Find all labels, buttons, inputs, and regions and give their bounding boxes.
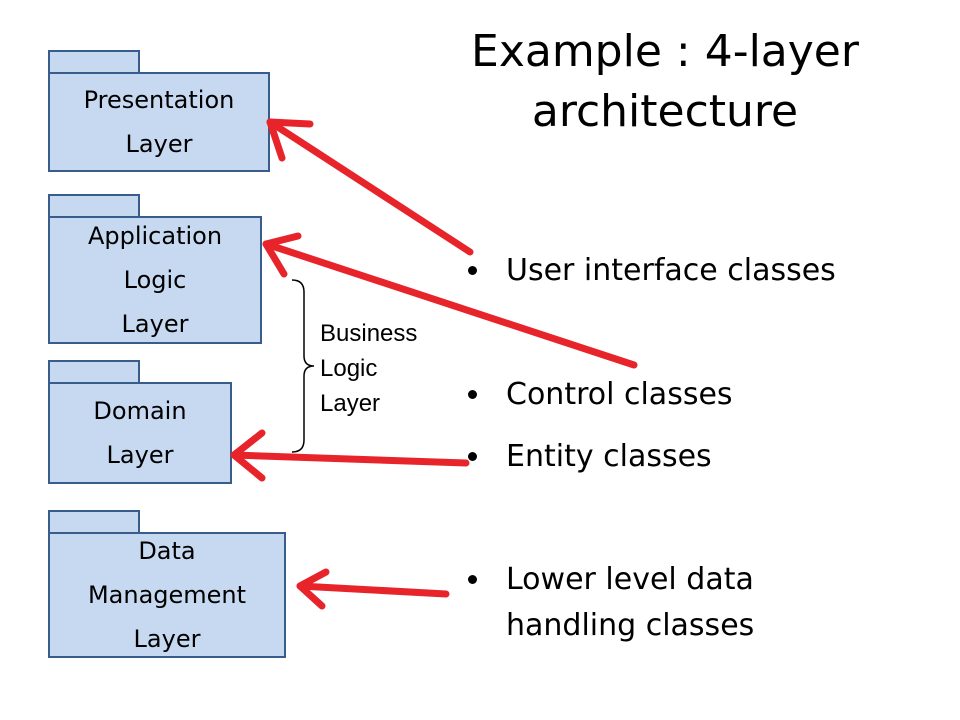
bullet-dot [468, 390, 477, 399]
bullet-dot [468, 575, 477, 584]
bullet-text-line: handling classes [506, 608, 755, 643]
bullet-text: Control classes [506, 377, 733, 412]
application-logic-layer-package: Application Logic Layer [48, 194, 262, 344]
layer-label-line: Data [138, 537, 196, 565]
layer-label-line: Layer [125, 130, 193, 158]
bullet-text-line: Lower level data [506, 562, 754, 597]
arrow-to-presentation-layer [266, 118, 474, 256]
layer-label-line: Domain [93, 397, 187, 425]
bullet-dot [468, 452, 477, 461]
package-tab [48, 510, 140, 534]
business-logic-layer-label: Business Logic Layer [320, 316, 417, 421]
title-line-2: architecture [531, 86, 799, 137]
arrow-to-application-logic-layer [262, 232, 638, 369]
layer-label-line: Application [87, 222, 223, 250]
arrow-to-domain-layer [230, 429, 470, 482]
bullet-text: Entity classes [506, 439, 712, 474]
business-logic-label-line: Logic [320, 355, 378, 382]
business-logic-bracket [291, 279, 315, 453]
package-tab [48, 50, 140, 74]
package-tab [48, 194, 140, 218]
layer-label-line: Layer [121, 310, 189, 338]
data-management-layer-package: Data Management Layer [48, 510, 286, 658]
layer-label-line: Logic [123, 266, 187, 294]
business-logic-label-line: Layer [320, 390, 381, 417]
layer-label-line: Management [87, 581, 247, 609]
package-body: Application Logic Layer [48, 216, 262, 344]
domain-layer-package: Domain Layer [48, 360, 232, 484]
package-tab [48, 360, 140, 384]
bullet-text: Lower level data handling classes [506, 557, 754, 649]
layer-label-line: Layer [133, 625, 201, 653]
arrow-to-data-management-layer [296, 568, 450, 610]
bullet-dot [468, 266, 477, 275]
business-logic-label-line: Business [320, 320, 418, 347]
layer-label-line: Presentation [83, 86, 235, 114]
package-body: Domain Layer [48, 382, 232, 484]
layer-label-line: Layer [106, 441, 174, 469]
slide-title: Example : 4-layer architecture [400, 22, 930, 142]
title-line-1: Example : 4-layer [471, 26, 859, 77]
package-body: Data Management Layer [48, 532, 286, 658]
bullet-text: User interface classes [506, 253, 836, 288]
